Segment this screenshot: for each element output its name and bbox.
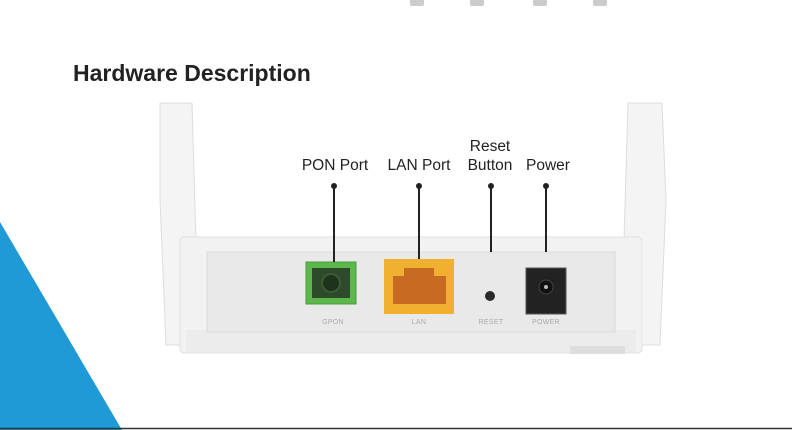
reset-callout-line2: Button [467,157,513,174]
page-title: Hardware Description [73,60,311,86]
callout-line [333,186,335,262]
reset-port-label: RESET [478,319,504,326]
callout-line [490,186,492,252]
lan-port-label: LAN [411,319,427,326]
callout-line [418,186,420,259]
lan-port-callout: LAN Port [387,157,451,174]
gpon-port-label: GPON [322,319,344,326]
callout-line [545,186,547,252]
blue-triangle-decoration [0,222,122,430]
top-icon [533,0,547,6]
top-icon [470,0,484,6]
reset-callout-line1: Reset [469,138,511,155]
power-callout: Power [526,157,570,174]
power-port-label: POWER [532,319,560,326]
top-icon [593,0,607,6]
reset-button [485,291,495,301]
top-icon [410,0,424,6]
pon-port-callout: PON Port [301,157,369,174]
